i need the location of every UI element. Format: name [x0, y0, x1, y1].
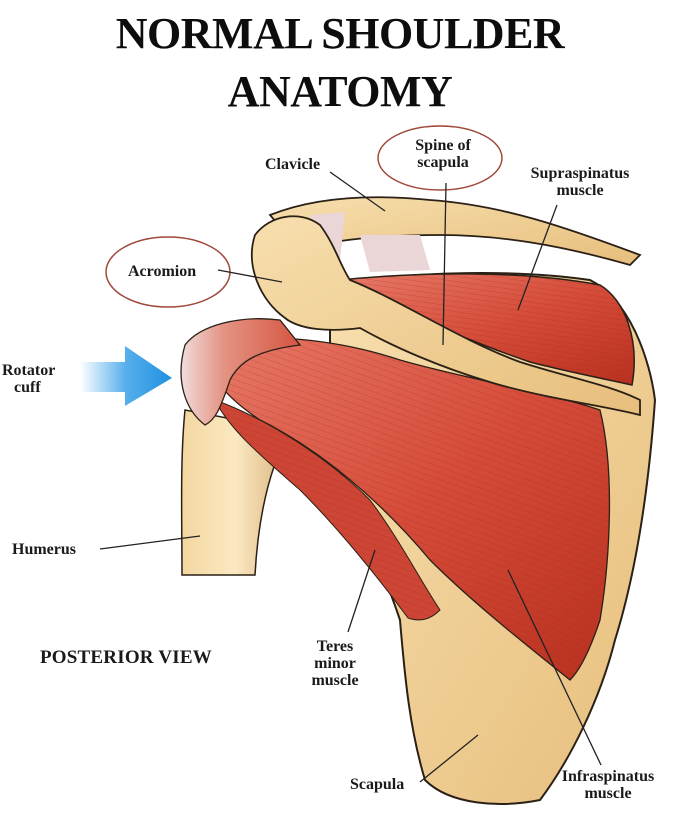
posterior-view-label: POSTERIOR VIEW	[40, 647, 212, 668]
label-acromion: Acromion	[128, 263, 197, 280]
leader-lines	[99, 171, 602, 783]
label-spine-of-scapula-line-1: Spine of	[415, 137, 471, 154]
scapula-leader-line	[419, 734, 479, 783]
label-teres-minor-line-2: minor	[314, 655, 356, 672]
label-teres-minor-line-1: Teres	[316, 638, 354, 655]
label-rotator-cuff-line-1: Rotator	[2, 362, 56, 379]
infraspinatus-leader-line	[507, 569, 602, 766]
label-supraspinatus-muscle: Supraspinatus muscle	[510, 165, 650, 199]
label-infraspinatus-line-2: muscle	[584, 785, 632, 802]
rotator-cuff-tendon	[180, 318, 302, 426]
spine-of-scapula-bone	[251, 215, 641, 417]
label-rotator-cuff: Rotator cuff	[2, 362, 55, 396]
label-clavicle: Clavicle	[265, 156, 321, 173]
acromion-leader-line	[217, 269, 283, 283]
diagram-title-line-2: ANATOMY	[227, 67, 453, 116]
label-scapula: Scapula	[350, 776, 405, 793]
label-spine-of-scapula-line-2: scapula	[417, 154, 469, 171]
humerus-leader-line	[99, 535, 201, 550]
label-teres-minor-muscle: Teres minor muscle	[300, 638, 370, 689]
supraspinatus-leader-line	[517, 204, 558, 311]
label-teres-minor-line-3: muscle	[311, 672, 359, 689]
rotator-cuff-arrow-icon	[80, 346, 172, 406]
label-humerus: Humerus	[12, 541, 76, 558]
teres-minor-leader-line	[347, 549, 376, 633]
ligament-tissue-2	[360, 235, 430, 272]
label-supraspinatus-line-1: Supraspinatus	[530, 165, 630, 182]
label-infraspinatus-muscle: Infraspinatus muscle	[548, 768, 668, 802]
diagram-title-line-1: NORMAL SHOULDER	[115, 9, 565, 58]
label-spine-of-scapula: Spine of scapula	[395, 137, 491, 171]
clavicle-leader-line	[329, 171, 386, 212]
label-rotator-cuff-line-2: cuff	[14, 379, 41, 396]
label-infraspinatus-line-1: Infraspinatus	[561, 768, 655, 785]
spine-of-scapula-highlight-ellipse	[377, 125, 503, 191]
spine-of-scapula-leader-line	[442, 182, 447, 346]
label-supraspinatus-line-2: muscle	[556, 182, 604, 199]
